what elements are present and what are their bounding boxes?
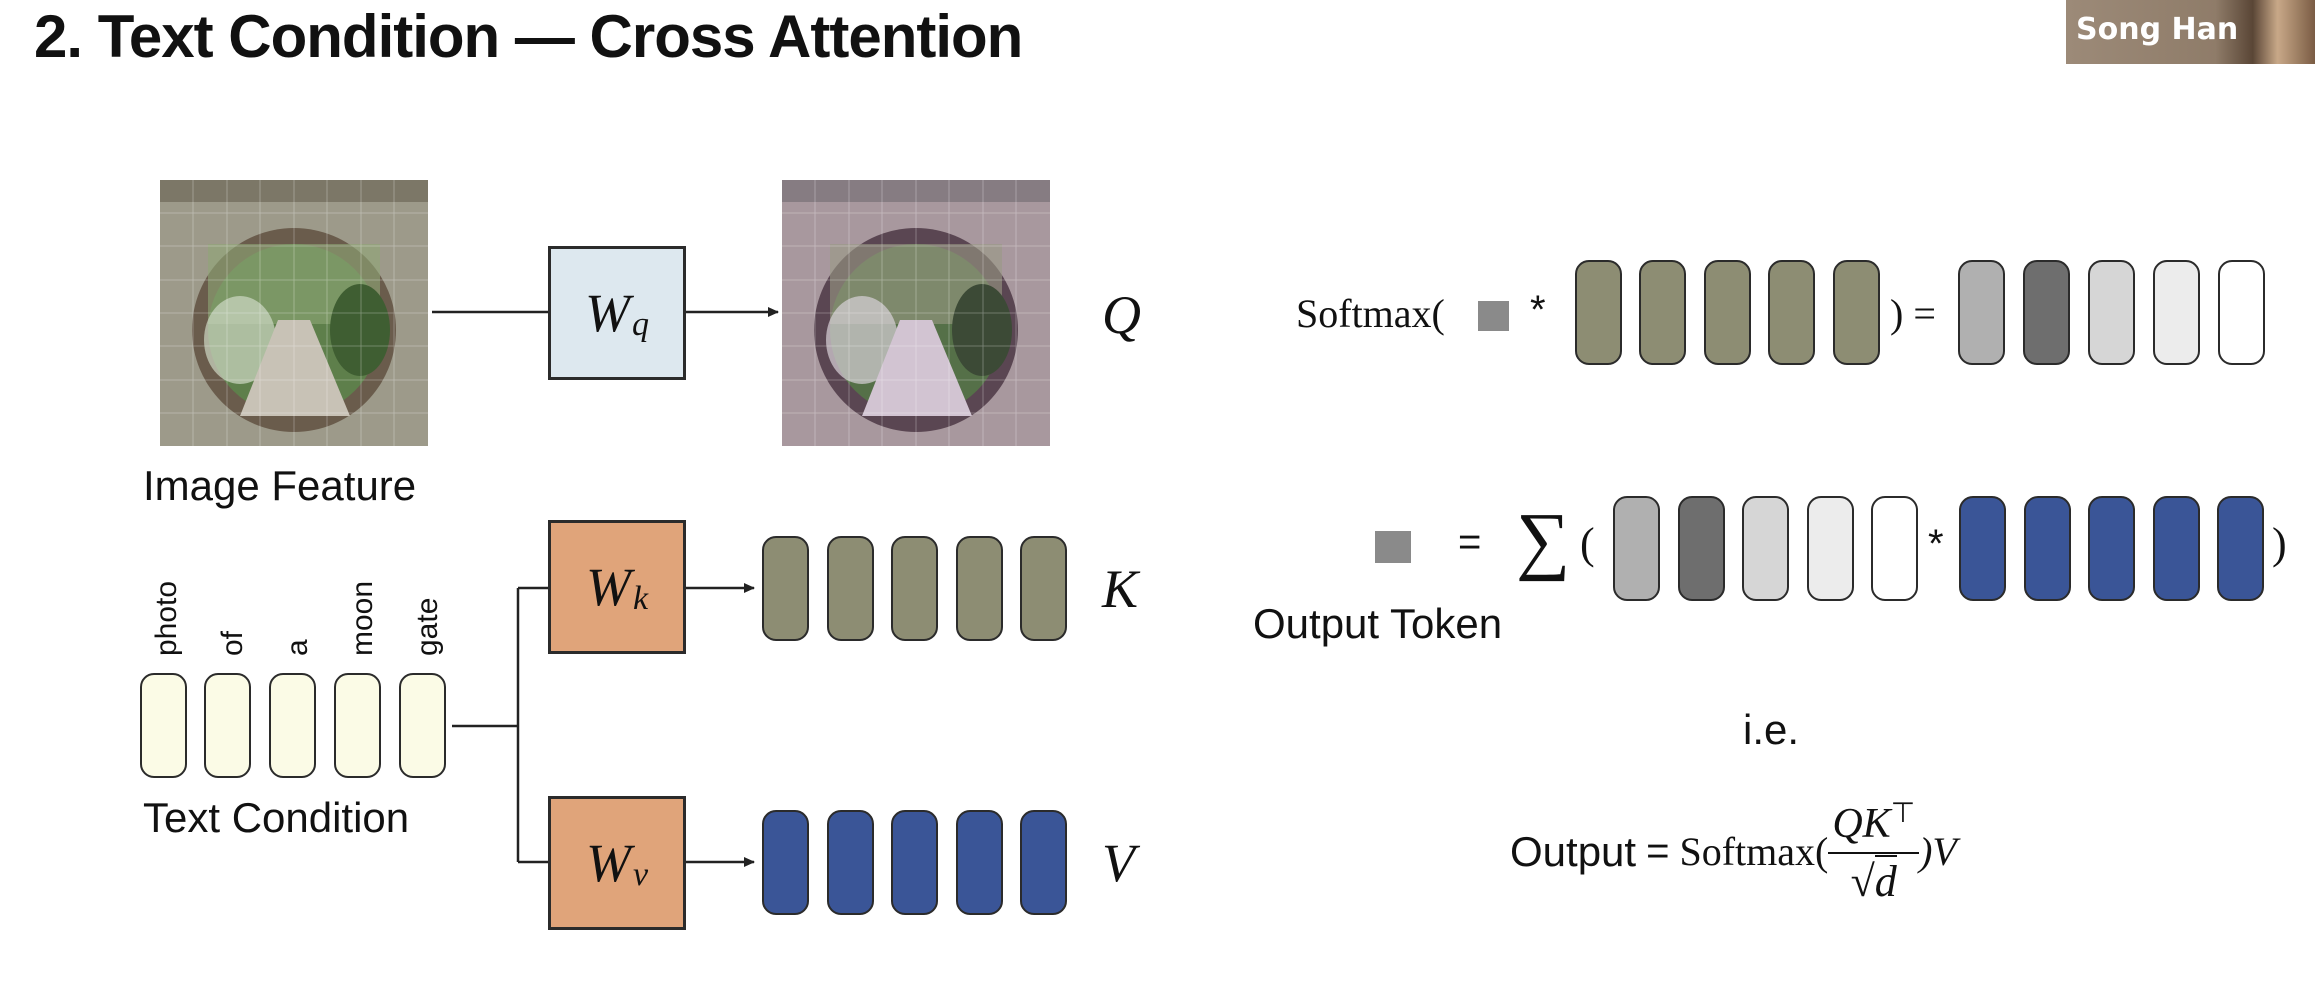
word-photo: photo [150, 580, 183, 656]
wv-symbol: W [585, 833, 631, 893]
wq-symbol: W [585, 283, 630, 343]
key-token [891, 536, 938, 641]
value-token [2088, 496, 2135, 601]
word-a: a [281, 639, 314, 656]
word-moon: moon [346, 580, 379, 656]
attention-weight-token [1871, 496, 1918, 601]
value-token [1020, 810, 1067, 915]
wk-sub: k [632, 580, 649, 617]
attention-weight-token [2023, 260, 2070, 365]
text-token [399, 673, 446, 778]
query-token-square [1478, 301, 1509, 331]
text-condition-label: Text Condition [143, 794, 410, 841]
formula-numerator: QK [1832, 801, 1891, 847]
key-token [956, 536, 1003, 641]
softmax-open-text: Softmax( [1296, 291, 1445, 336]
open-paren: ( [1580, 519, 1595, 568]
close-paren: ) [2272, 519, 2287, 568]
multiply-star: * [1530, 288, 1546, 332]
value-token [2024, 496, 2071, 601]
attention-weight-token [2088, 260, 2135, 365]
wk-symbol: W [585, 557, 631, 617]
presenter-video: Song Han [2066, 0, 2315, 64]
formula-output-word: Output [1510, 827, 1637, 875]
multiply-star: * [1928, 522, 1944, 566]
key-token [827, 536, 874, 641]
text-token [204, 673, 251, 778]
key-token [1575, 260, 1622, 365]
attention-weight-token [2218, 260, 2265, 365]
value-token [827, 810, 874, 915]
formula-softmax: Softmax( [1679, 829, 1829, 874]
key-token [762, 536, 809, 641]
formula-sqrt: √ [1850, 857, 1875, 906]
attention-weight-token [1742, 496, 1789, 601]
key-token [1768, 260, 1815, 365]
image-feature-photo [160, 180, 428, 446]
wv-sub: v [632, 856, 649, 893]
output-token-label: Output Token [1253, 600, 1503, 647]
word-gate: gate [411, 597, 444, 656]
key-token [1020, 536, 1067, 641]
formula-transpose: ⊤ [1890, 798, 1916, 829]
presenter-name: Song Han [2076, 12, 2239, 47]
sigma-symbol: ∑ [1516, 498, 1571, 582]
key-token [1833, 260, 1880, 365]
value-token [956, 810, 1003, 915]
text-token [140, 673, 187, 778]
slide-title: 2. Text Condition — Cross Attention [34, 3, 1023, 70]
wq-sub: q [631, 306, 649, 343]
formula-equals: = [1646, 829, 1670, 873]
image-feature-label: Image Feature [143, 462, 417, 509]
attention-weight-token [1958, 260, 2005, 365]
attention-weight-token [1613, 496, 1660, 601]
value-token [1959, 496, 2006, 601]
query-feature-photo [782, 180, 1050, 446]
formula-fraction: QK⊤ √d [1828, 796, 1920, 907]
key-token [1704, 260, 1751, 365]
connector-lines [432, 307, 779, 867]
equals-sign: = [1458, 520, 1482, 564]
output-formula: Output = Softmax( QK⊤ √d )V [1510, 796, 1957, 907]
formula-close: )V [1919, 829, 1957, 874]
text-token [269, 673, 316, 778]
close-equals-text: ) = [1890, 291, 1936, 336]
attention-weight-token [1807, 496, 1854, 601]
text-token [334, 673, 381, 778]
output-token-square [1375, 531, 1411, 563]
attention-weight-token [2153, 260, 2200, 365]
key-token [1639, 260, 1686, 365]
k-label: K [1102, 559, 1139, 619]
formula-d: d [1874, 855, 1897, 906]
v-label: V [1102, 833, 1135, 893]
value-token [2217, 496, 2264, 601]
attention-weight-token [1678, 496, 1725, 601]
value-token [762, 810, 809, 915]
word-of: of [216, 630, 249, 656]
value-token [2153, 496, 2200, 601]
q-label: Q [1102, 285, 1141, 345]
value-token [891, 810, 938, 915]
ie-label: i.e. [1743, 706, 1800, 753]
